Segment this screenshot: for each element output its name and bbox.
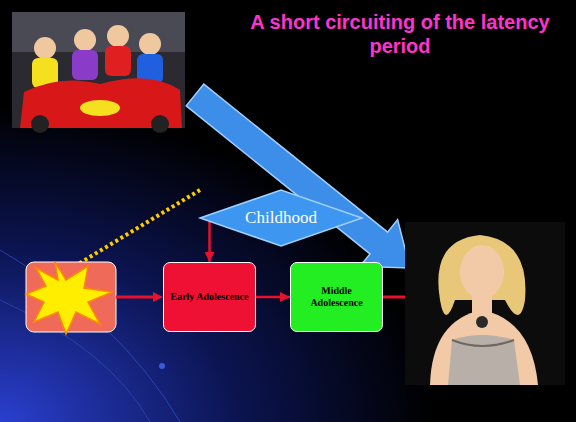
flow-line: [116, 296, 155, 299]
decor-arc: [0, 250, 180, 422]
arrow-head: [153, 292, 163, 302]
stage-label: Early Adolescence: [170, 291, 248, 303]
stage-box: Middle Adolescence: [290, 262, 383, 332]
singer-photo: [405, 222, 565, 385]
diagonal-arrow: [186, 84, 410, 268]
stage-diamond: Childhood: [200, 190, 362, 246]
flow-arrow: [256, 296, 290, 299]
stage-label: Childhood: [245, 208, 317, 228]
stage-label: Middle Adolescence: [295, 285, 378, 309]
decor-dot: [159, 363, 165, 369]
band-photo: [12, 12, 185, 133]
stage-box: Early Adolescence: [163, 262, 256, 332]
flow-arrow: [208, 221, 211, 262]
slide-title: A short circuiting of the latency period: [250, 10, 550, 58]
title-text: A short circuiting of the latency period: [250, 11, 549, 57]
trauma-burst: [26, 262, 116, 334]
